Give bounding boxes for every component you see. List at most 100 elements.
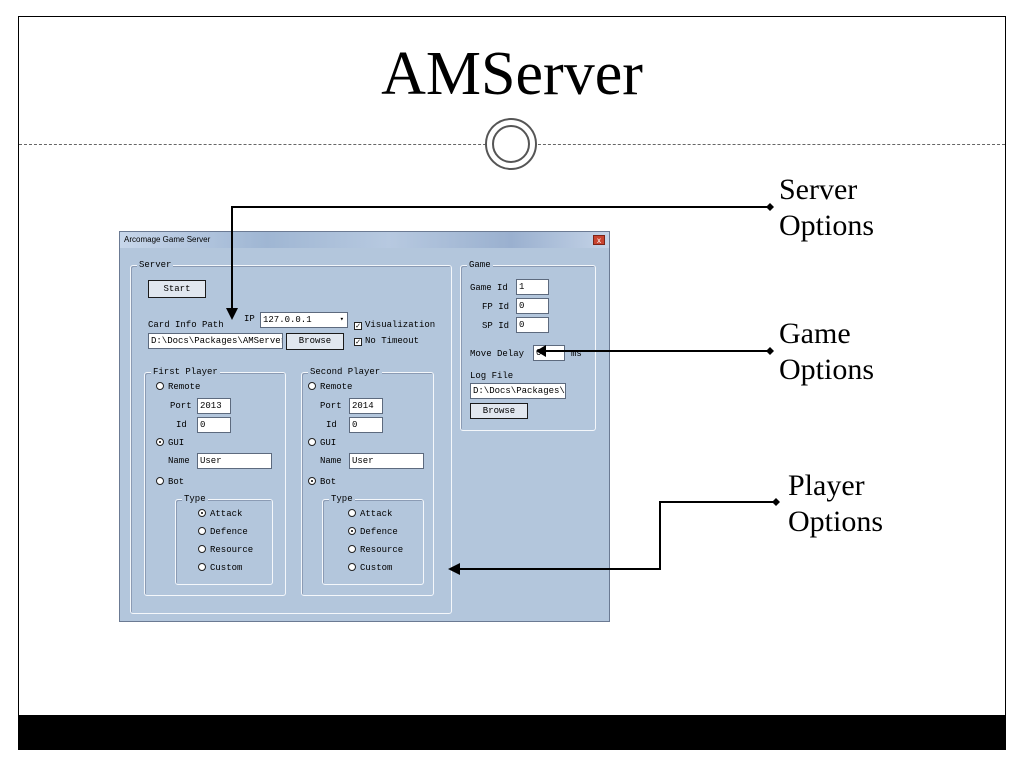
first-player-port-label: Port [170, 401, 192, 411]
type-label: Custom [360, 563, 393, 573]
move-delay-label: Move Delay [470, 349, 525, 359]
move-delay-unit: ms [571, 349, 582, 359]
sp-id-label: SP Id [482, 321, 510, 331]
type-label: Resource [210, 545, 254, 555]
first-player-port-input[interactable]: 2013 [197, 398, 231, 414]
second-player-id-input[interactable]: 0 [349, 417, 383, 433]
log-file-input[interactable]: D:\Docs\Packages\ [470, 383, 566, 399]
radio-icon [198, 563, 206, 571]
first-player-name-input[interactable]: User [197, 453, 272, 469]
type-label: Attack [360, 509, 393, 519]
game-group-label: Game [467, 260, 493, 270]
first-player-bot-radio[interactable]: Bot [156, 477, 184, 487]
type-label: Custom [210, 563, 243, 573]
no-timeout-label: No Timeout [365, 336, 420, 346]
first-player-type-resource[interactable]: Resource [198, 545, 253, 555]
first-player-remote-radio[interactable]: Remote [156, 382, 200, 392]
fp-id-input[interactable]: 0 [516, 298, 549, 314]
log-file-label: Log File [470, 371, 514, 381]
ip-value: 127.0.0.1 [263, 315, 312, 325]
second-player-group-label: Second Player [308, 367, 383, 377]
type-label: Attack [210, 509, 243, 519]
visualization-checkbox[interactable]: ✓Visualization [354, 320, 436, 331]
first-player-gui-label: GUI [168, 438, 185, 448]
game-id-label: Game Id [470, 283, 508, 293]
visualization-check-icon: ✓ [354, 322, 362, 331]
card-info-path-label: Card Info Path [148, 320, 224, 330]
second-player-remote-label: Remote [320, 382, 353, 392]
type-label: Defence [360, 527, 398, 537]
callout-player-line1: Player [788, 469, 865, 502]
first-player-type-custom[interactable]: Custom [198, 563, 242, 573]
game-id-input[interactable]: 1 [516, 279, 549, 295]
footer-bar [19, 715, 1005, 749]
callout-server-options: Server Options [779, 172, 874, 244]
first-player-remote-label: Remote [168, 382, 201, 392]
callout-game-line2: Options [779, 353, 875, 386]
card-info-browse-button[interactable]: Browse [286, 333, 344, 350]
callout-player-options: Player Options [788, 468, 883, 540]
radio-icon [348, 545, 356, 553]
radio-icon [348, 509, 356, 517]
callout-player-line2: Options [788, 505, 884, 538]
server-group-label: Server [137, 260, 174, 270]
second-player-type-defence[interactable]: Defence [348, 527, 398, 537]
server-options-arrow [226, 203, 774, 320]
second-player-name-input[interactable]: User [349, 453, 424, 469]
window-title: Arcomage Game Server [124, 235, 211, 244]
radio-icon [348, 563, 356, 571]
first-player-bot-label: Bot [168, 477, 185, 487]
sp-id-input[interactable]: 0 [516, 317, 549, 333]
callout-server-line1: Server [779, 173, 858, 206]
first-player-group-label: First Player [151, 367, 220, 377]
callout-game-line1: Game [779, 317, 851, 350]
second-player-port-input[interactable]: 2014 [349, 398, 383, 414]
start-button[interactable]: Start [148, 280, 206, 298]
first-player-type-attack[interactable]: Attack [198, 509, 242, 519]
log-file-browse-button[interactable]: Browse [470, 403, 528, 419]
callout-server-line2: Options [779, 209, 875, 242]
second-player-id-label: Id [326, 420, 337, 430]
visualization-label: Visualization [365, 320, 436, 330]
no-timeout-checkbox[interactable]: ✓No Timeout [354, 336, 420, 347]
second-player-gui-label: GUI [320, 438, 337, 448]
first-player-gui-radio[interactable]: GUI [156, 438, 184, 448]
close-button[interactable]: x [593, 235, 605, 245]
game-group: Game [460, 260, 596, 431]
second-player-port-label: Port [320, 401, 342, 411]
radio-selected-icon [156, 438, 164, 446]
fp-id-label: FP Id [482, 302, 510, 312]
first-player-type-defence[interactable]: Defence [198, 527, 248, 537]
second-player-bot-radio[interactable]: Bot [308, 477, 336, 487]
first-player-type-group: Type [175, 494, 273, 585]
second-player-group: Second Player [301, 367, 434, 596]
second-player-gui-radio[interactable]: GUI [308, 438, 336, 448]
second-player-type-group: Type [322, 494, 424, 585]
second-player-remote-radio[interactable]: Remote [308, 382, 352, 392]
radio-icon [198, 545, 206, 553]
first-player-type-label: Type [182, 494, 208, 504]
second-player-bot-label: Bot [320, 477, 337, 487]
first-player-id-input[interactable]: 0 [197, 417, 231, 433]
second-player-type-custom[interactable]: Custom [348, 563, 392, 573]
radio-selected-icon [308, 477, 316, 485]
card-info-path-input[interactable]: D:\Docs\Packages\AMServer\ [148, 333, 283, 349]
server-group: Server [130, 260, 452, 614]
slide-title: AMServer [381, 40, 643, 108]
second-player-type-resource[interactable]: Resource [348, 545, 403, 555]
radio-icon [156, 477, 164, 485]
chevron-down-icon: ▾ [339, 316, 344, 324]
first-player-name-label: Name [168, 456, 190, 466]
first-player-id-label: Id [176, 420, 187, 430]
second-player-type-attack[interactable]: Attack [348, 509, 392, 519]
second-player-type-label: Type [329, 494, 355, 504]
second-player-name-label: Name [320, 456, 342, 466]
window-title-bar[interactable]: Arcomage Game Server x [120, 232, 609, 248]
radio-selected-icon [198, 509, 206, 517]
ornament-ring-inner [492, 125, 530, 163]
ip-select[interactable]: 127.0.0.1 ▾ [260, 312, 348, 328]
no-timeout-check-icon: ✓ [354, 338, 362, 347]
ornament-ring [485, 118, 537, 170]
first-player-group: First Player [144, 367, 286, 596]
